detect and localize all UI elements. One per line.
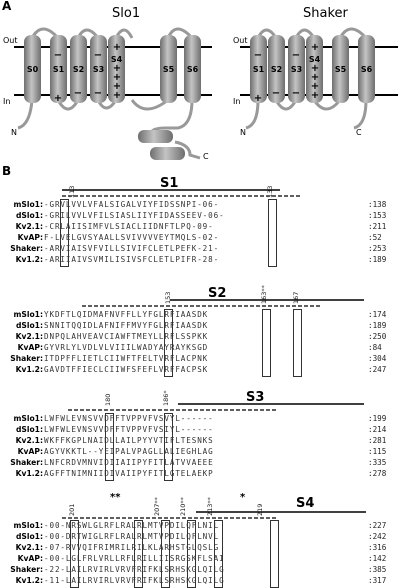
svg-text:−: − <box>74 88 82 99</box>
svg-text:+: + <box>311 90 319 101</box>
svg-text:−: − <box>94 50 102 61</box>
alignment-row: Shaker:-22-LAILRVIRLVRVFRIFKLSRHSKGLQILG… <box>10 565 387 574</box>
alignment-row: dSlo1:-00-DRTWIGLRFLRALRLMTVPDILQFLNVL:2… <box>15 532 387 541</box>
alignment-row: Kv1.2:-11-LAILRVIRLVRVFRIFKLSRHSKGLQILG:… <box>15 576 387 585</box>
shaker-S5-label: S5 <box>335 65 347 74</box>
slo1-title: Slo1 <box>112 6 141 21</box>
slo1-S6-label: S6 <box>187 65 199 74</box>
svg-text:+: + <box>311 42 319 53</box>
alignment-row: mSlo1:-00-NRSWLGLRFLRALRLMTVPDILQFLNIL:2… <box>13 521 387 530</box>
alignment-row: KvAP:GYVRLYLVDLVLVIIILWADYAYRAYKSGD:84 <box>17 343 382 352</box>
svg-text:−: − <box>292 88 300 99</box>
svg-text:−: − <box>272 88 280 99</box>
conserved-residue-box <box>164 413 173 481</box>
conserved-residue-box <box>164 309 173 377</box>
segment-title: S1 <box>160 176 179 191</box>
slo1-S3-label: S3 <box>93 65 104 74</box>
topology-diagram: S0 S1 S2 S3 S4 S5 S6 −+ − −− +++++ S1 S2… <box>14 27 398 160</box>
shaker-n-label: N <box>240 128 246 137</box>
shaker-helices <box>250 35 375 103</box>
alignment-row: Kv2.1:WKFFKGPLNAIDLLAILPYYVTIFLTESNKS:28… <box>15 436 387 445</box>
svg-text:+: + <box>311 81 319 92</box>
svg-text:−: − <box>54 50 62 61</box>
shaker-S6-label: S6 <box>361 65 373 74</box>
segment-title: S3 <box>246 390 265 405</box>
alignment-row: dSlo1:SNNITQQIDLAFNIFFMVYFGLRFIAASDK:189 <box>15 321 387 330</box>
shaker-out-label: Out <box>233 36 248 45</box>
conserved-residue-box <box>262 309 271 377</box>
svg-text:−: − <box>94 88 102 99</box>
shaker-S4-label: S4 <box>309 55 321 64</box>
alignment-row: KvAP:F-LVELGVSYAALLSVIVVVVEYTMQLS-02-:52 <box>17 233 382 242</box>
shaker-S1-label: S1 <box>253 65 265 74</box>
conserved-residue-box <box>60 199 69 267</box>
alignment-row: Shaker:-ARVIAISVFVILLSIVIFCLETLPEFK-21-:… <box>10 244 387 253</box>
alignment-row: dSlo1:-GRILVVLVFILSIASLIIYFIDASSEEV-06-:… <box>15 211 387 220</box>
alignment-row: mSlo1:YKDFTLQIDMAFNVFFLLYFGLRFIAASDK:174 <box>13 310 387 319</box>
slo1-S1-label: S1 <box>53 65 65 74</box>
svg-text:+: + <box>311 72 319 83</box>
slo1-c-label: C <box>203 152 209 161</box>
svg-text:+: + <box>113 63 121 74</box>
conserved-residue-box <box>105 413 114 481</box>
alignment-row: dSlo1:LWFWLEVNSVVDFFTVPPVFVSIYL------:21… <box>15 425 387 434</box>
alignment-row: Kv2.1:-CRLAIISIMFVLSIACLIIDNFTLPQ-09-:21… <box>15 222 387 231</box>
svg-text:−: − <box>254 50 262 61</box>
alignment-row: Kv1.2:AGFFTNIMNIIDIVAIIPYFITLGTELAEKP:27… <box>15 469 387 478</box>
svg-text:+: + <box>54 93 62 104</box>
panel-b-letter: B <box>2 164 12 178</box>
alignment-row: Kv2.1:-07-RVVQIFRIMRILRILKLARHSTGLQSLG:3… <box>15 543 387 552</box>
star-marker: ** <box>110 492 121 503</box>
alignment-row: Shaker:ITDPFFLIETLCIIWFTFELTVRFLACPNK:30… <box>10 354 387 363</box>
svg-text:+: + <box>113 42 121 53</box>
svg-text:+: + <box>113 72 121 83</box>
slo1-S4-label: S4 <box>111 55 123 64</box>
alignment-row: mSlo1:LWFWLEVNSVVDFFTVPPVFVSVYL------:19… <box>13 414 387 423</box>
conserved-residue-box <box>293 309 302 377</box>
conserved-residue-box <box>268 199 277 267</box>
alignment-row: mSlo1:-GRVLVVLVFALSIGALVIYFIDSSNPI-06-:1… <box>13 200 387 209</box>
shaker-title: Shaker <box>303 6 348 21</box>
svg-text:+: + <box>311 63 319 74</box>
svg-text:+: + <box>113 81 121 92</box>
shaker-in-label: In <box>233 97 241 106</box>
shaker-S2-label: S2 <box>271 65 282 74</box>
slo1-n-label: N <box>11 128 17 137</box>
alignment-row: KvAP:-00-LGLFRLVRLLRFLRILLIISRGSKFLSAI:1… <box>17 554 387 563</box>
segment-title: S2 <box>208 286 227 301</box>
alignment-row: KvAP:AGYVKKTL--YEIPALVPAGLLALIEGHLAG:115 <box>17 447 387 456</box>
svg-text:−: − <box>292 50 300 61</box>
svg-text:+: + <box>113 90 121 101</box>
shaker-S3-label: S3 <box>291 65 302 74</box>
svg-text:+: + <box>254 93 262 104</box>
segment-title: S4 <box>296 496 315 511</box>
shaker-c-label: C <box>356 128 362 137</box>
star-marker: * <box>240 492 246 503</box>
alignment-row: Shaker:LNFCRDVMNVIDIIAIIPYFITLATVVAEEE:3… <box>10 458 387 467</box>
panel-a-letter: A <box>2 0 12 13</box>
alignment-row: Kv1.2:GAVDTFFIECLCIIWFSFEFLVRFFACPSK:247 <box>15 365 387 374</box>
alignment-row: Kv1.2:-ARIIAIVSVMILISIVSFCLETLPIFR-28-:1… <box>15 255 387 264</box>
slo1-S0-label: S0 <box>27 65 39 74</box>
slo1-S2-label: S2 <box>73 65 84 74</box>
slo1-in-label: In <box>3 97 11 106</box>
slo1-helices <box>24 35 201 160</box>
slo1-out-label: Out <box>3 36 18 45</box>
slo1-S5-label: S5 <box>163 65 175 74</box>
alignment-row: Kv2.1:DNPQLAHVEAVCIAWFTMEYLLRFLSSPKK:250 <box>15 332 387 341</box>
